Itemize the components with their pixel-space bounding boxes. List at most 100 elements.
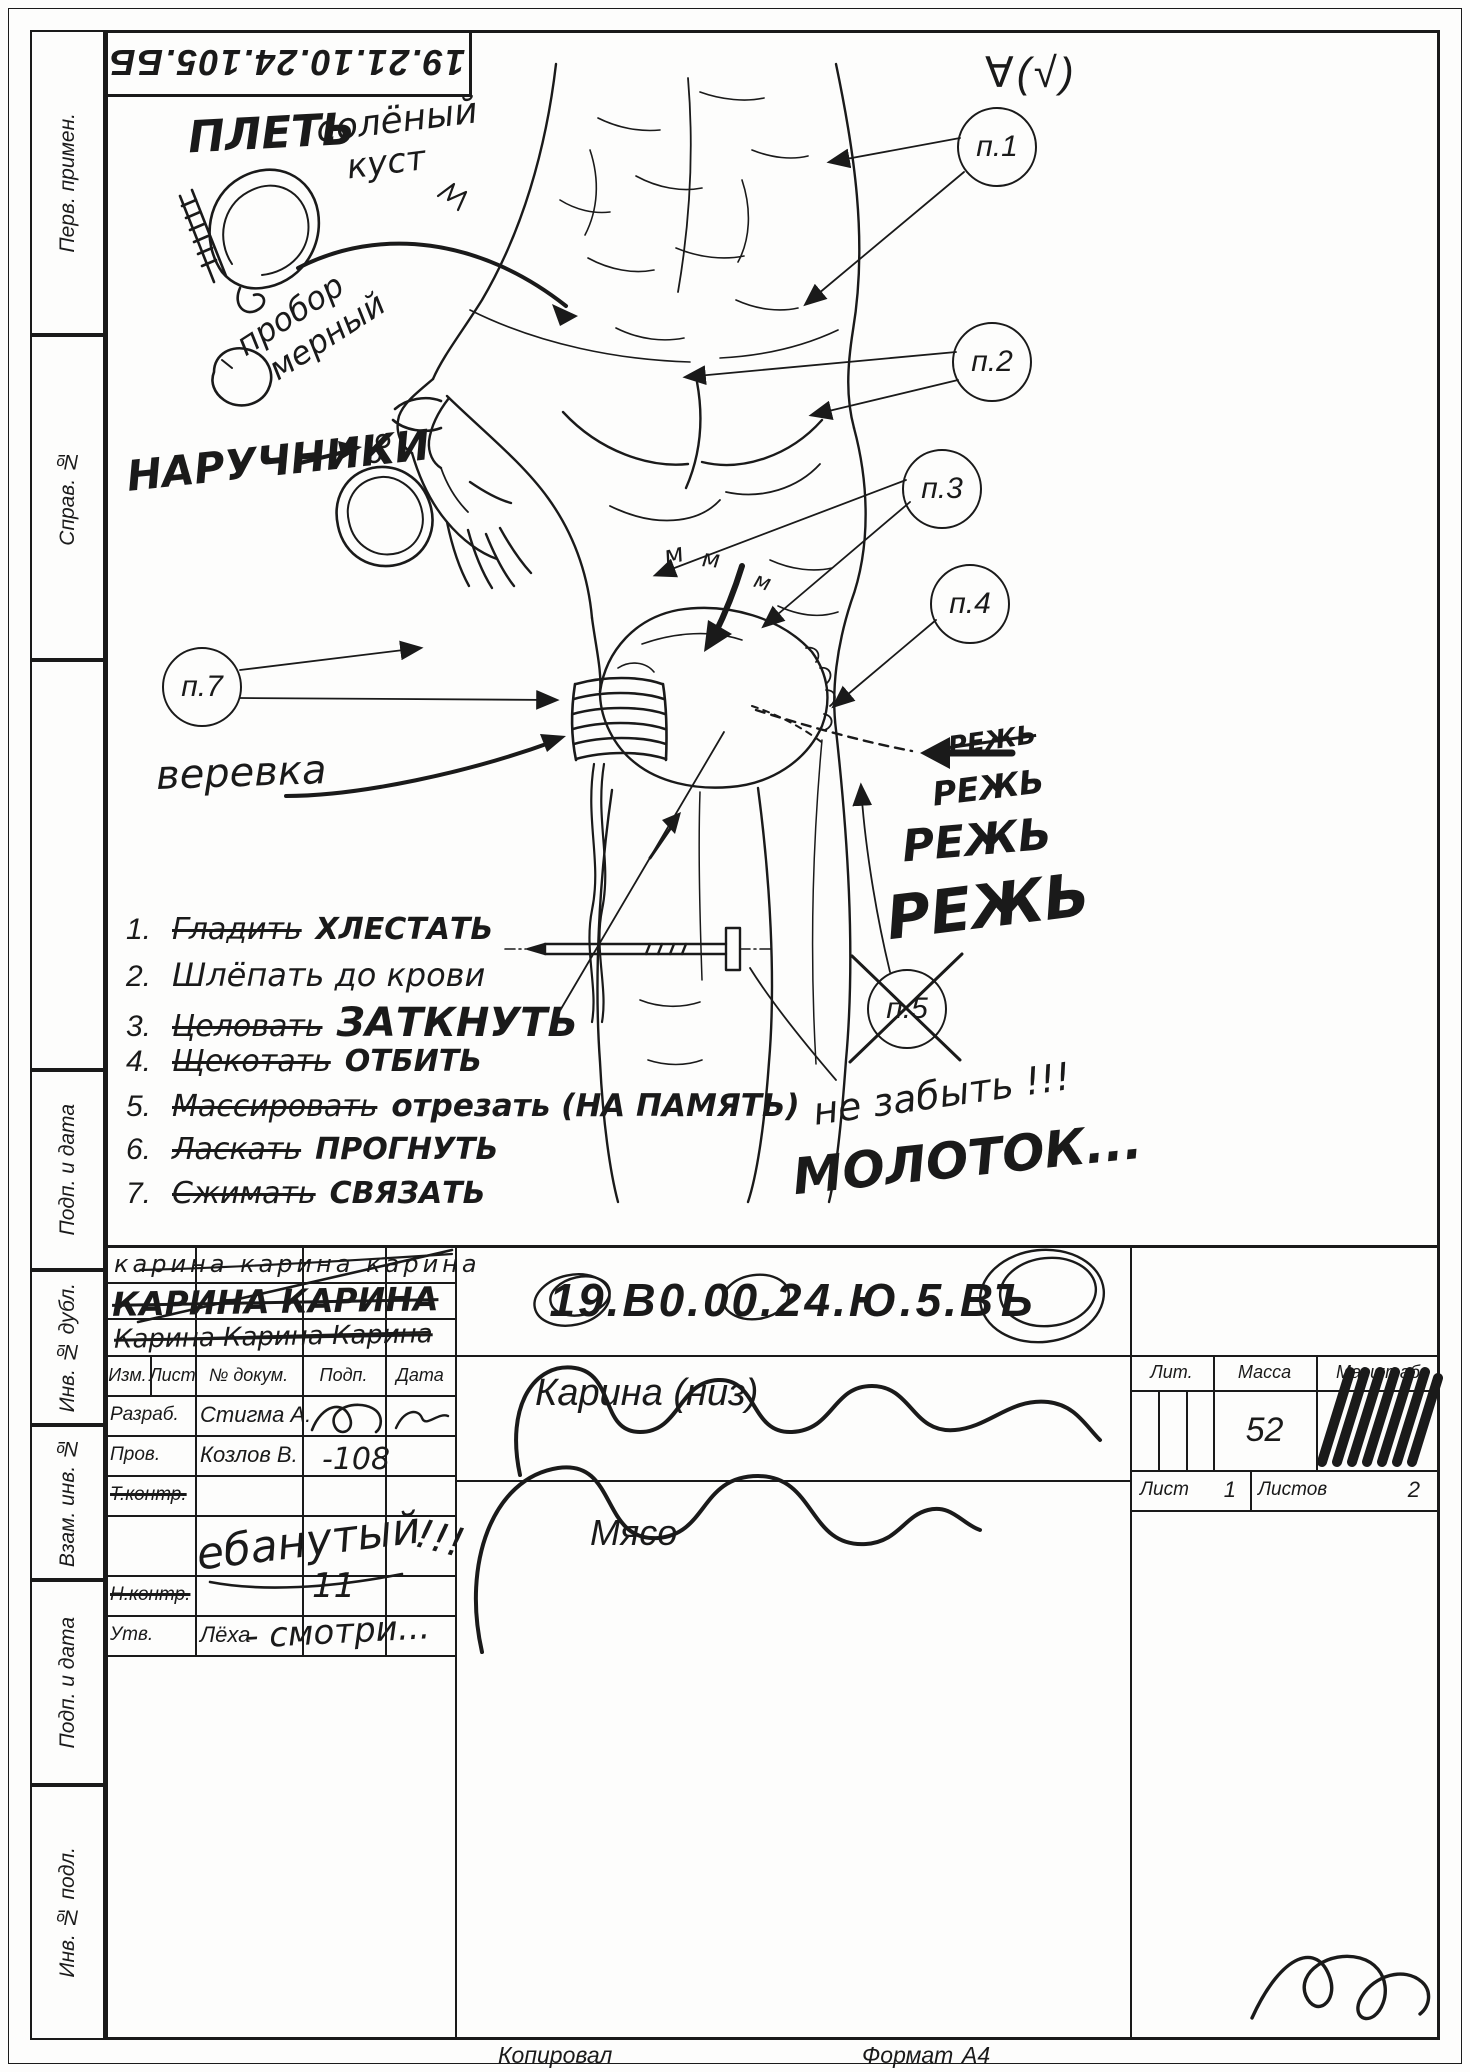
list-item: 7. Сжимать СВЯЗАТЬ [126, 1176, 486, 1211]
title-signatures [208, 1365, 1431, 2021]
ring-sketch [211, 347, 273, 407]
footer-copied: Копировал [498, 2042, 613, 2068]
main-frame [105, 30, 1440, 2040]
list-number: 5. [126, 1090, 152, 1123]
outer-border [8, 8, 1462, 2064]
list-number: 6. [126, 1133, 152, 1166]
row-prov-role: Пров. [110, 1435, 195, 1475]
nail-sketch [504, 926, 773, 972]
row-prov-name: Козлов В. [200, 1435, 300, 1475]
role-label: Разраб. [110, 1404, 179, 1425]
row-utv-role: Утв. [110, 1615, 195, 1655]
list-old-word: Щекотать [172, 1044, 331, 1079]
list-item: 5. Массировать отрезать (НА ПАМЯТЬ) [126, 1088, 800, 1124]
col-izm: Изм. [105, 1355, 150, 1395]
list-number: 3. [126, 1010, 152, 1043]
figure-sketch [396, 62, 867, 1204]
col-list: Лист [149, 1355, 195, 1395]
person-name: Лёха [200, 1622, 251, 1647]
list-old-word: Ласкать [172, 1132, 302, 1167]
role-label: Н.контр. [110, 1584, 191, 1605]
list-new-word: отрезать (НА ПАМЯТЬ) [391, 1088, 800, 1124]
sheet-label: Лист [1140, 1479, 1189, 1500]
callout-label: п.7 [181, 670, 223, 703]
scrawl-karina-row1: карина карина карина [114, 1250, 481, 1278]
col-label: № докум. [208, 1364, 289, 1385]
role-label: Т.контр. [110, 1484, 187, 1505]
list-number: 2. [126, 960, 152, 993]
handcuffs-sketch [335, 396, 443, 568]
row-razrab-name: Стигма А. [200, 1395, 311, 1435]
callout-p7: п.7 [162, 647, 242, 727]
scale-scribble [1317, 1367, 1443, 1467]
sheet-cell: Лист 1 [1140, 1470, 1250, 1510]
scrawl-karina-row2: КАРИНА КАРИНА [111, 1279, 439, 1324]
sheets-cell: Листов 2 [1258, 1470, 1430, 1510]
col-label: Изм. [108, 1364, 147, 1385]
margin-strip [30, 30, 105, 2040]
col-podp: Подп. [302, 1355, 385, 1395]
doc-title: Карина (низ) [535, 1372, 759, 1414]
role-label: Пров. [110, 1444, 161, 1465]
list-number: 4. [126, 1045, 152, 1078]
callout-p4: п.4 [930, 564, 1010, 644]
handwriting-108: -108 [322, 1442, 391, 1477]
list-old-word: Массировать [172, 1089, 378, 1124]
row-razrab-role: Разраб. [110, 1395, 195, 1435]
col-label: Масса [1237, 1362, 1292, 1382]
mass-value: 52 [1213, 1390, 1316, 1470]
scrawl-karina-row3: Карина Карина Карина [113, 1319, 433, 1355]
list-new-word: Шлёпать до крови [172, 956, 486, 994]
karina-strikes [133, 1248, 454, 1342]
person-name: Стигма А. [200, 1402, 312, 1427]
callout-label: п.5 [886, 992, 928, 1025]
designation-field: 19.В0.00.24.Ю.5.ВЪ [455, 1245, 1130, 1355]
list-new-word: ЗАТКНУТЬ [336, 1000, 578, 1046]
row-utv-name: Лёха [200, 1615, 300, 1655]
callout-label: п.4 [949, 587, 991, 620]
role-label: Утв. [110, 1624, 154, 1645]
list-number: 1. [126, 913, 152, 946]
sheets-number: 2 [1407, 1477, 1420, 1502]
list-item: 4. Щекотать ОТБИТЬ [126, 1044, 482, 1079]
list-old-word: Сжимать [172, 1176, 316, 1211]
callout-label: п.3 [921, 472, 963, 505]
col-label: Дата [396, 1364, 444, 1385]
whip-sketch [178, 168, 321, 314]
callout-label: п.1 [976, 130, 1018, 163]
arrows [284, 241, 1016, 1081]
list-old-word: Целовать [172, 1009, 323, 1044]
list-new-word: ОТБИТЬ [344, 1044, 483, 1079]
mass-number: 52 [1245, 1410, 1284, 1449]
footer-format-label: Формат [862, 2042, 954, 2068]
stamp-code: 19.21.10.24.105.ББ [108, 42, 466, 83]
mass-label: Масса [1213, 1355, 1316, 1390]
sheets-label: Листов [1258, 1479, 1328, 1500]
col-label: Подп. [319, 1364, 368, 1385]
footer-format-value: А4 [962, 2042, 991, 2068]
list-item: 2. Шлёпать до крови [126, 956, 485, 994]
lit-label: Лит. [1130, 1355, 1213, 1390]
list-item: 3. Целовать ЗАТКНУТЬ [126, 1000, 578, 1046]
scribble-mark [436, 182, 468, 212]
list-new-word: СВЯЗАТЬ [329, 1176, 486, 1211]
list-old-word: Гладить [172, 912, 302, 947]
col-data: Дата [385, 1355, 455, 1395]
list-number: 7. [126, 1177, 152, 1210]
callout-p5-crossed: п.5 [867, 969, 947, 1049]
row-nkontr-role: Н.контр. [110, 1575, 195, 1615]
annotation-rope: веревка [155, 747, 328, 799]
roughness-mark: ∀(√) [985, 49, 1077, 96]
person-name: Козлов В. [200, 1442, 298, 1467]
handwriting-ones: 11 [312, 1566, 356, 1606]
callout-p3: п.3 [902, 449, 982, 529]
m-mark: м [700, 544, 722, 574]
row-tkontr-role: Т.контр. [110, 1475, 195, 1515]
col-label: Лит. [1150, 1362, 1193, 1382]
callout-p2: п.2 [952, 322, 1032, 402]
callout-leaders [239, 137, 965, 973]
